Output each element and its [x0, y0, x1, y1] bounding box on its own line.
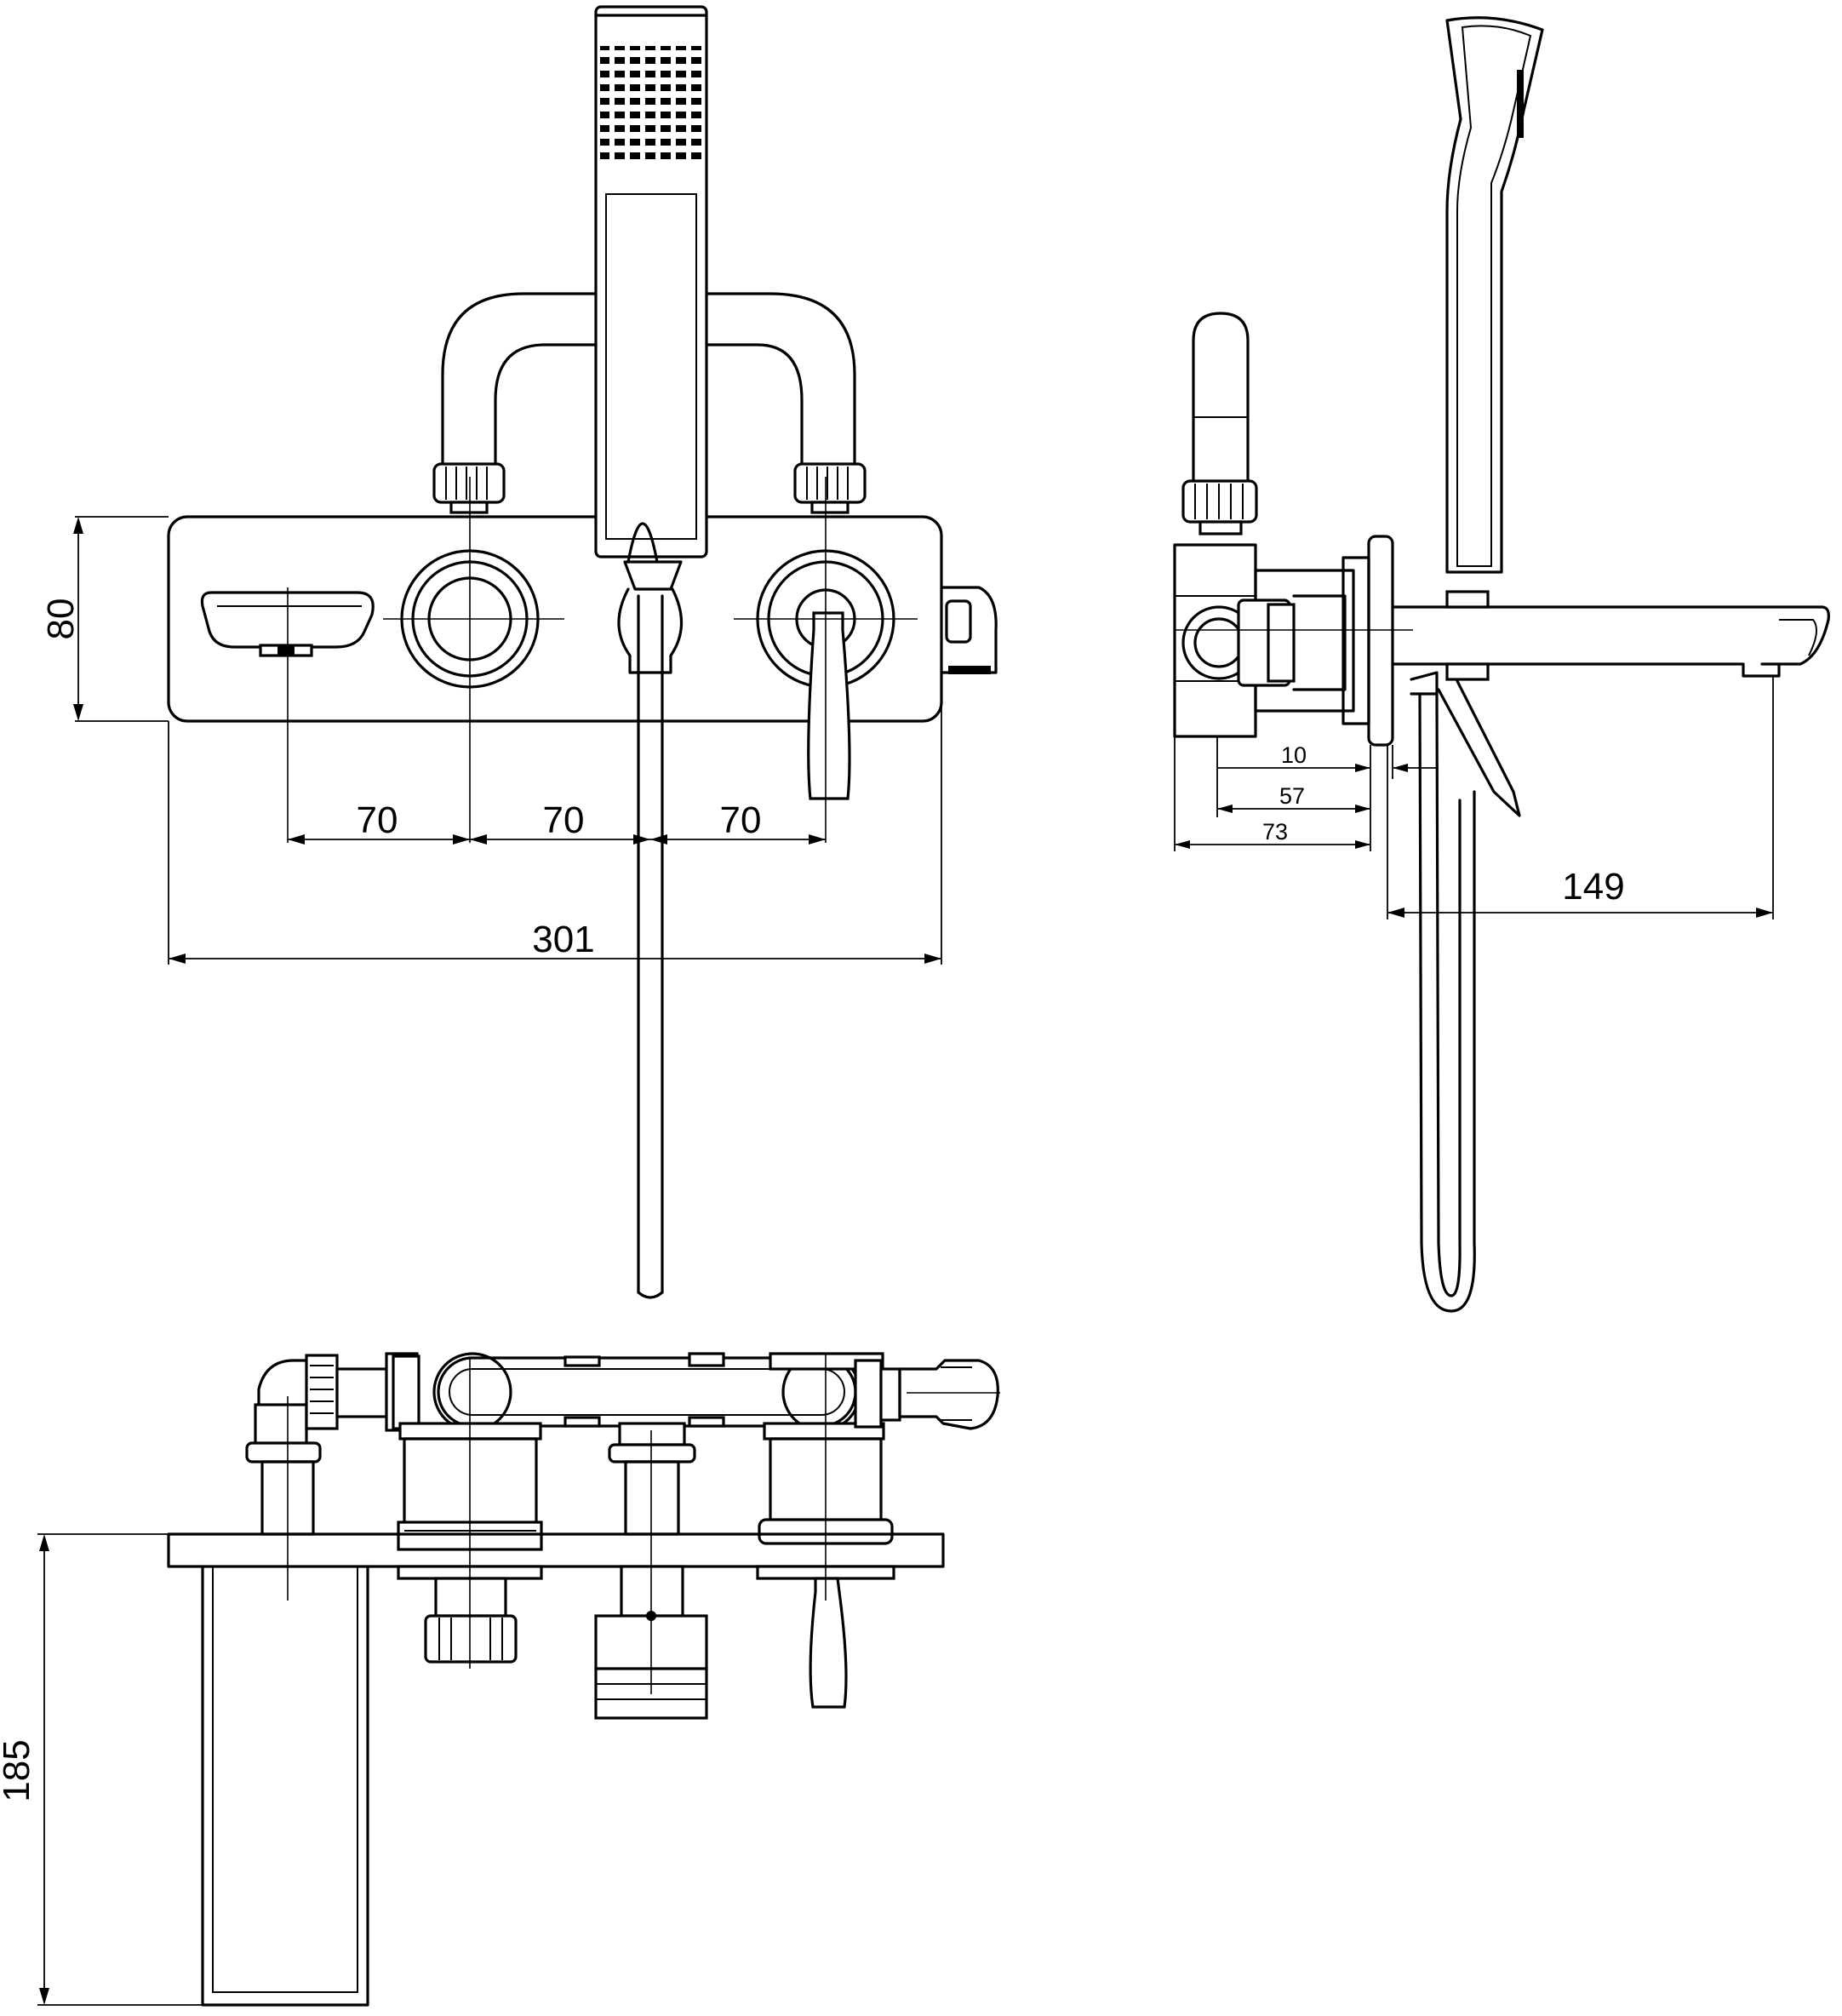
left-elbow [245, 1352, 419, 1536]
front-view-dimensions: 80 70 70 70 301 [40, 516, 942, 965]
front-view [167, 5, 998, 1299]
dim-80-label: 80 [40, 598, 82, 640]
right-outlet-bottom [898, 1359, 1000, 1430]
soap-dish [200, 591, 375, 657]
bottom-view [167, 1352, 1000, 2007]
hose-bridge [441, 292, 598, 466]
dim-73-label: 73 [1262, 819, 1288, 845]
hose-side [1410, 671, 1521, 1313]
dim-70-c-label: 70 [720, 799, 762, 841]
hand-shower-side [1445, 16, 1544, 681]
spout-side [1391, 605, 1830, 678]
dim-149-label: 149 [1562, 866, 1624, 908]
dim-70-a-label: 70 [357, 799, 398, 841]
side-view-dimensions: 10 57 73 149 [1174, 676, 1774, 919]
diverter-knob-side [1181, 312, 1258, 536]
left-union-nut [432, 462, 506, 514]
side-outlet [940, 586, 998, 674]
mixer-body-side [1173, 535, 1413, 747]
dim-70-b-label: 70 [543, 799, 585, 841]
wall-plate [167, 515, 943, 723]
hand-shower-front [594, 5, 708, 564]
dim-185-label: 185 [0, 1739, 37, 1801]
dim-301-label: 301 [532, 919, 594, 960]
hose-holder [617, 560, 684, 1299]
dim-57-label: 57 [1279, 783, 1305, 809]
dim-10-label: 10 [1281, 742, 1307, 768]
shower-spray-grille [600, 46, 706, 165]
bottom-view-dimensions: 185 [0, 1533, 203, 2006]
right-union-nut [793, 462, 867, 514]
diverter-knob [383, 549, 564, 689]
spout-bottom [201, 1565, 369, 2007]
side-view [1173, 16, 1830, 1313]
base-plate [167, 1532, 945, 1568]
